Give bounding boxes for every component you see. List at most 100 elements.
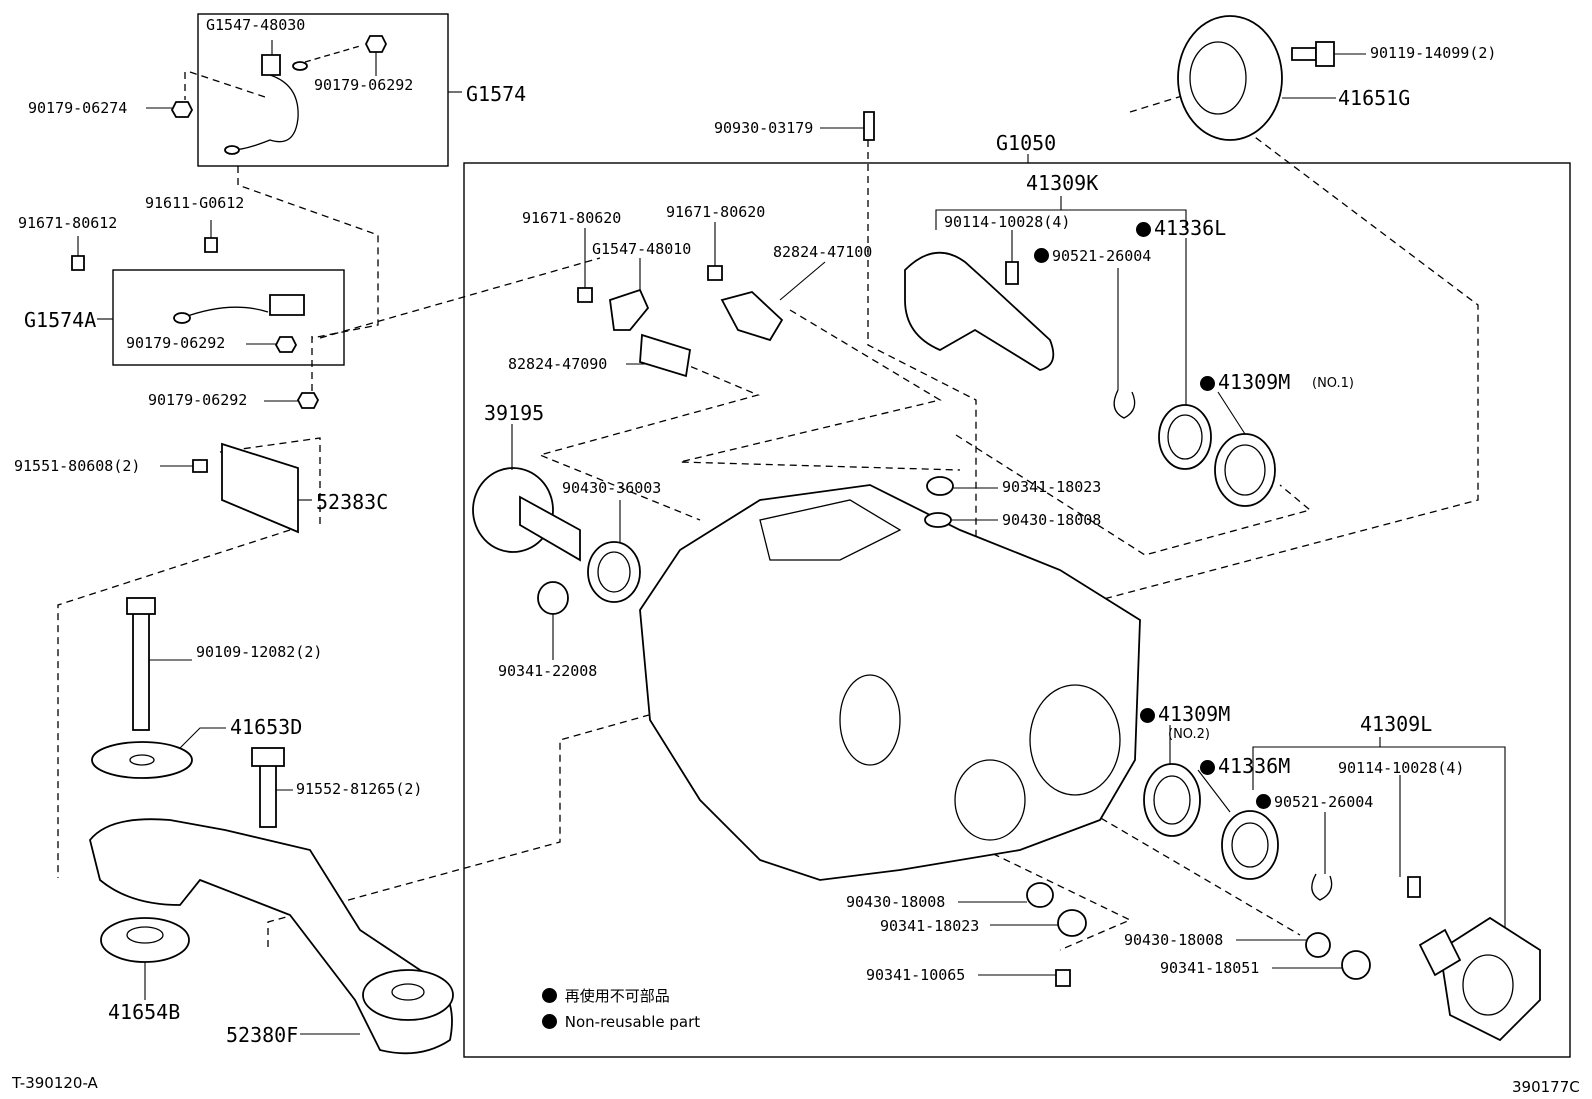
dash-sensor xyxy=(537,361,760,521)
dash-speed-sensor xyxy=(679,309,961,471)
wire-terminal-a xyxy=(292,61,308,71)
dash-nut xyxy=(184,71,269,100)
label-52383c: 52383C xyxy=(316,490,389,514)
label-91671-80612: 91671-80612 xyxy=(18,214,118,232)
dash-breather xyxy=(867,140,977,560)
bolt-head-91552 xyxy=(251,747,285,767)
seal-41336l-inner xyxy=(1167,414,1203,460)
label-41309m-2: 41309M xyxy=(1140,704,1230,724)
bearing-41309m-2 xyxy=(1143,763,1201,837)
label-90179-06274: 90179-06274 xyxy=(28,99,128,117)
legend-en-text: Non-reusable part xyxy=(564,1013,701,1031)
stopper-41654b-hole xyxy=(126,926,164,944)
label-90521-26004-b-text: 90521-26004 xyxy=(1274,793,1374,811)
case-fins xyxy=(759,499,902,561)
label-41336l: 41336L xyxy=(1136,218,1226,238)
label-90341-18051: 90341-18051 xyxy=(1160,959,1260,977)
dash-terminal xyxy=(304,45,361,63)
non-reusable-marker xyxy=(1200,760,1215,775)
washer-41653d xyxy=(91,741,193,779)
bolt-90109-12082 xyxy=(132,611,150,731)
legend-jp: 再使用不可部品 xyxy=(542,988,670,1004)
bolt-91552-81265 xyxy=(259,764,277,828)
dash-mount-left xyxy=(57,529,291,878)
label-90341-10065: 90341-10065 xyxy=(866,966,966,984)
bearing-41309m-2-inner xyxy=(1153,775,1191,825)
label-90119-14099: 90119-14099(2) xyxy=(1370,44,1497,62)
label-91671-80620-b: 91671-80620 xyxy=(666,203,766,221)
label-90521-26004-b: 90521-26004 xyxy=(1256,794,1373,810)
seal-41336m-inner xyxy=(1231,822,1269,868)
legend-dot-jp xyxy=(542,988,557,1003)
bolt-head-90119 xyxy=(1315,41,1335,67)
snap-ring-90521-26004-a xyxy=(1113,389,1136,419)
washer-90430-18008-b xyxy=(1026,882,1054,908)
label-90109-12082: 90109-12082(2) xyxy=(196,643,323,661)
dash-bracket-link xyxy=(319,257,601,339)
wire-terminal-c xyxy=(173,312,191,324)
snap-ring-90521-26004-b xyxy=(1311,873,1333,901)
bolt-91671-80620-a xyxy=(577,287,593,303)
seal-90430-36003-inner xyxy=(597,551,631,593)
case-bore-center xyxy=(839,674,901,766)
non-reusable-marker xyxy=(1256,794,1271,809)
seal-41336l xyxy=(1158,404,1212,470)
leader-41309m-1 xyxy=(1217,391,1246,435)
leader-82824-47100 xyxy=(779,261,826,301)
bolt-91551-80608 xyxy=(192,459,208,473)
legend-jp-text: 再使用不可部品 xyxy=(564,987,670,1005)
dash-plug-right xyxy=(1069,799,1301,936)
label-41309k: 41309K xyxy=(1026,171,1099,195)
plug-90341-10065 xyxy=(1055,969,1071,987)
label-41309m-1: 41309M xyxy=(1200,372,1290,392)
shaft-39195 xyxy=(519,495,581,562)
flange-41309l xyxy=(1439,916,1541,1042)
bolt-91671-80612 xyxy=(71,255,85,271)
label-90341-18023-b: 90341-18023 xyxy=(880,917,980,935)
wire-terminal-b xyxy=(224,145,240,155)
plug-90341-22008 xyxy=(537,581,569,615)
label-90179-06292-a: 90179-06292 xyxy=(314,76,414,94)
nut-90179-06292-c xyxy=(296,392,320,409)
non-reusable-marker xyxy=(1140,708,1155,723)
dash-damper xyxy=(1099,91,1479,601)
label-41309l: 41309L xyxy=(1360,712,1433,736)
g1574-box xyxy=(197,13,449,167)
label-90430-18008-c: 90430-18008 xyxy=(1124,931,1224,949)
flange-41309l-spline xyxy=(1418,928,1462,977)
g1547-48030-bracket xyxy=(261,54,281,76)
bolt-90114-10028-a xyxy=(1005,261,1019,285)
g1574a-box xyxy=(112,269,345,366)
label-91611-g0612: 91611-G0612 xyxy=(145,194,245,212)
label-90114-10028-b: 90114-10028(4) xyxy=(1338,759,1465,777)
label-52380f: 52380F xyxy=(226,1023,299,1047)
label-82824-47100: 82824-47100 xyxy=(773,243,873,261)
bracket-41309l xyxy=(1252,737,1506,1000)
label-41336m-text: 41336M xyxy=(1218,754,1291,778)
leader-41653d xyxy=(179,727,226,749)
label-90179-06292-b: 90179-06292 xyxy=(126,334,226,352)
label-90179-06292-c: 90179-06292 xyxy=(148,391,248,409)
label-82824-47090: 82824-47090 xyxy=(508,355,608,373)
leader-41336m xyxy=(1197,769,1231,813)
washer-90430-18008-c xyxy=(1305,932,1331,958)
mount-52380f xyxy=(89,818,453,1055)
label-g1547-48030: G1547-48030 xyxy=(206,16,306,34)
label-41309m-2-text: 41309M xyxy=(1158,702,1231,726)
bolt-90114-10028-b xyxy=(1407,876,1421,898)
label-90521-26004-a-text: 90521-26004 xyxy=(1052,247,1152,265)
mount-bushing-52380f xyxy=(362,969,454,1021)
dash-mount-right xyxy=(267,694,721,947)
label-g1574a: G1574A xyxy=(24,308,97,332)
label-90430-18008-a: 90430-18008 xyxy=(1002,511,1102,529)
non-reusable-marker xyxy=(1200,376,1215,391)
plug-90341-18023-b xyxy=(1057,909,1087,937)
seal-90430-36003 xyxy=(587,541,641,603)
label-g1050: G1050 xyxy=(996,131,1057,155)
label-90521-26004-a: 90521-26004 xyxy=(1034,248,1151,264)
label-91552-81265: 91552-81265(2) xyxy=(296,780,423,798)
label-90430-18008-b: 90430-18008 xyxy=(846,893,946,911)
label-90341-22008: 90341-22008 xyxy=(498,662,598,680)
washer-90430-18008-a xyxy=(924,512,952,528)
